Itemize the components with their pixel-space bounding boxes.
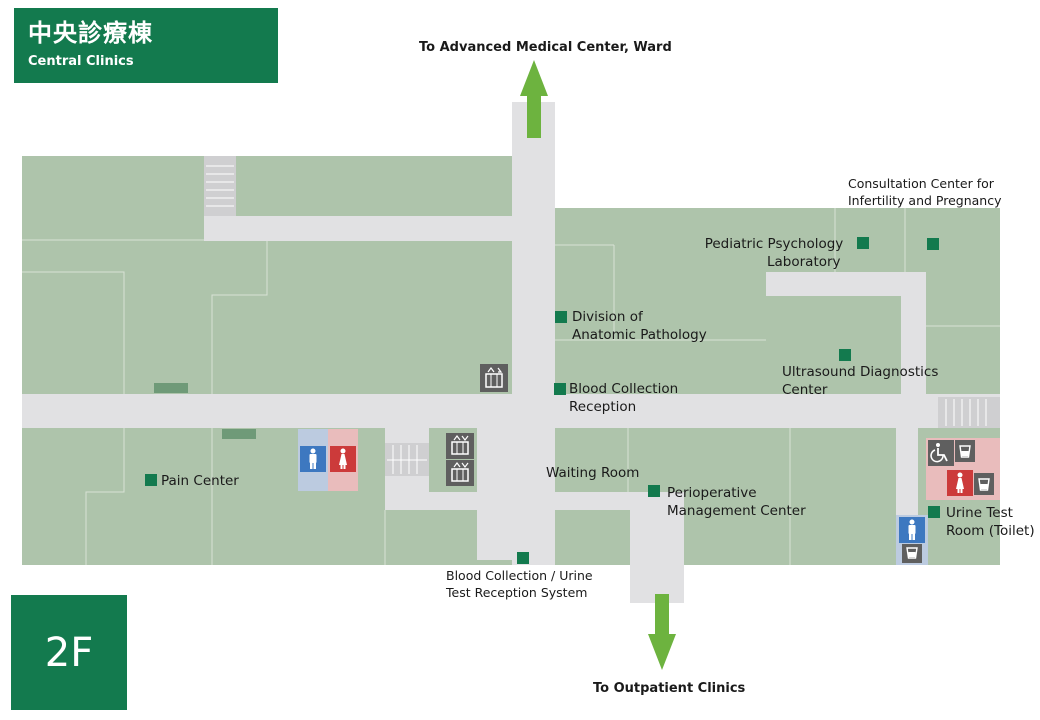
label-anatomic-pathology: Division of Anatomic Pathology	[572, 309, 707, 343]
male-restroom-icon	[899, 517, 925, 543]
restroom-west	[298, 429, 358, 491]
label-blood-urine-reception: Blood Collection / Urine Test Reception …	[446, 568, 593, 600]
label-pain-center: Pain Center	[161, 473, 239, 489]
direction-down-label: To Outpatient Clinics	[593, 681, 746, 696]
building-title: 中央診療棟 Central Clinics	[14, 8, 278, 83]
floor-badge: 2F	[11, 595, 127, 710]
label-urine-test: Urine Test Room (Toilet)	[946, 505, 1035, 539]
room-marker	[145, 474, 157, 486]
room-marker	[648, 485, 660, 497]
restroom-east	[896, 438, 1000, 565]
elevator-icon	[446, 433, 474, 459]
map-feature	[154, 383, 188, 393]
stairs	[204, 156, 1000, 476]
corridor-north	[204, 216, 512, 241]
elevator-icon	[446, 460, 474, 486]
corridors	[22, 102, 1000, 603]
room-marker	[927, 238, 939, 250]
urine-cup-icon	[902, 544, 922, 563]
room-marker	[857, 237, 869, 249]
label-ultrasound: Ultrasound Diagnostics Center	[782, 364, 939, 398]
arrow-down-icon	[648, 594, 676, 670]
room-marker	[839, 349, 851, 361]
room-marker	[928, 506, 940, 518]
accessible-restroom-icon	[928, 440, 954, 466]
label-pediatric-psychology: Pediatric Psychology Laboratory	[704, 236, 844, 270]
female-restroom-icon	[330, 446, 356, 472]
male-restroom-icon	[300, 446, 326, 472]
room-marker	[554, 383, 566, 395]
corridor-main-horizontal	[22, 394, 1000, 428]
corridor-east-vertical	[901, 272, 926, 394]
building-name-jp: 中央診療棟	[28, 19, 153, 47]
female-restroom-icon	[947, 470, 973, 496]
label-perioperative: Perioperative Management Center	[667, 485, 806, 519]
label-blood-collection: Blood Collection Reception	[569, 381, 679, 415]
room-marker	[517, 552, 529, 564]
corridor-east-upper	[766, 272, 926, 296]
elevator-icon	[480, 364, 508, 392]
label-waiting-room: Waiting Room	[546, 465, 640, 481]
label-consultation-infertility: Consultation Center for Infertility and …	[848, 176, 1002, 208]
map-feature	[222, 429, 256, 439]
stairs-east	[938, 397, 1000, 428]
corridor-to-outpatient	[630, 510, 684, 603]
urine-cup-icon	[955, 440, 975, 462]
stairs-north	[204, 156, 236, 216]
corridor-waiting	[477, 428, 555, 560]
arrow-up-icon	[520, 60, 548, 138]
room-marker	[555, 311, 567, 323]
urine-cup-icon	[974, 473, 994, 495]
building-name-en: Central Clinics	[28, 54, 134, 69]
direction-up-label: To Advanced Medical Center, Ward	[419, 40, 672, 55]
